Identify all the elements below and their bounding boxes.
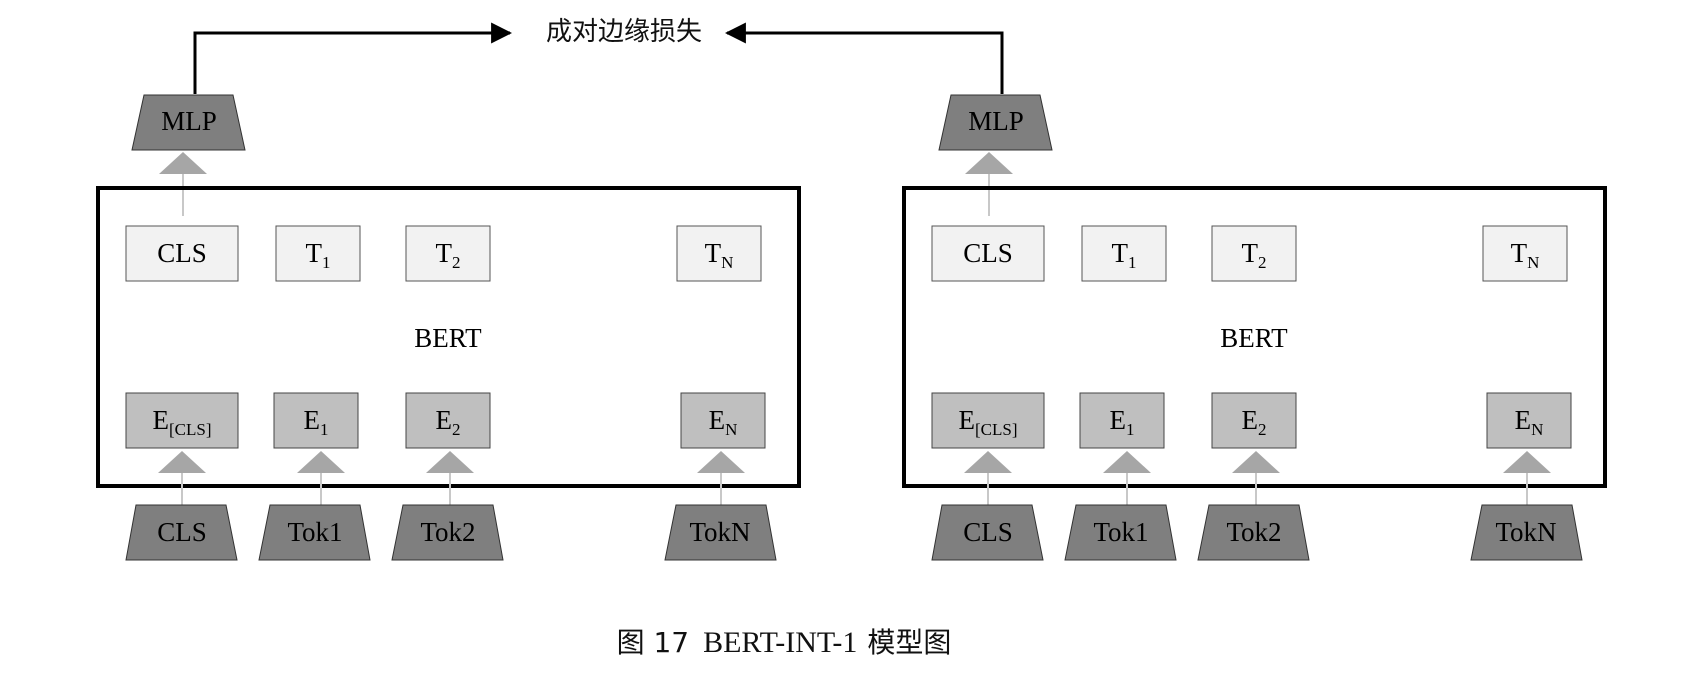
token-tokn-label: TokN bbox=[1495, 517, 1556, 547]
output-t2-label: T2 bbox=[1242, 238, 1267, 272]
embedding-cls-box bbox=[125, 392, 239, 449]
token-tokn bbox=[664, 504, 777, 561]
token-arrow-tok2 bbox=[426, 451, 474, 473]
embedding-e1-box bbox=[273, 392, 359, 449]
figure-caption: 图 17 BERT-INT-1 模型图 bbox=[617, 626, 952, 659]
token-tok1 bbox=[1064, 504, 1177, 561]
token-arrow-tok1 bbox=[297, 451, 345, 473]
output-cls-box bbox=[125, 225, 239, 282]
bert-label: BERT bbox=[414, 323, 482, 353]
token-arrow-tok1 bbox=[1103, 451, 1151, 473]
token-tok1 bbox=[258, 504, 371, 561]
token-arrow-tokn bbox=[697, 451, 745, 473]
embedding-en-label: EN bbox=[1515, 405, 1544, 439]
output-tn-label: TN bbox=[1511, 238, 1540, 272]
embedding-e2-label: E2 bbox=[1242, 405, 1267, 439]
token-cls-label: CLS bbox=[963, 517, 1013, 547]
token-tok1-label: Tok1 bbox=[1093, 517, 1148, 547]
output-t1-box bbox=[1081, 225, 1167, 282]
output-cls-label: CLS bbox=[963, 238, 1013, 268]
output-cls-label: CLS bbox=[157, 238, 207, 268]
output-tn-box bbox=[1482, 225, 1568, 282]
bert-encoder-box bbox=[96, 186, 801, 488]
output-t2-box bbox=[405, 225, 491, 282]
embedding-e2-box bbox=[1211, 392, 1297, 449]
token-arrow-tokn bbox=[1503, 451, 1551, 473]
embedding-e2-box bbox=[405, 392, 491, 449]
embedding-en-box bbox=[680, 392, 766, 449]
mlp-head-label: MLP bbox=[968, 106, 1024, 136]
output-t2-label: T2 bbox=[436, 238, 461, 272]
token-cls bbox=[931, 504, 1044, 561]
output-tn-label: TN bbox=[705, 238, 734, 272]
embedding-cls-label: E[CLS] bbox=[959, 405, 1018, 439]
caption-suffix: 模型图 bbox=[867, 626, 951, 659]
left-loss-arrow bbox=[193, 22, 513, 94]
caption-prefix: 图 17 bbox=[617, 626, 690, 659]
embedding-en-label: EN bbox=[709, 405, 738, 439]
mlp-head bbox=[131, 94, 246, 151]
embedding-e1-label: E1 bbox=[304, 405, 329, 439]
token-arrow-cls bbox=[158, 451, 206, 473]
output-tn-box bbox=[676, 225, 762, 282]
output-t1-label: T1 bbox=[1112, 238, 1137, 272]
bert-encoder-box bbox=[902, 186, 1607, 488]
embedding-cls-label: E[CLS] bbox=[153, 405, 212, 439]
token-tok2 bbox=[391, 504, 504, 561]
tower-right: MLP BERT CLS T1 T2 TN E[CLS] E1 E2 EN CL… bbox=[902, 94, 1607, 561]
tower-left: MLP BERT CLS T1 T2 TN E[CLS] E1 E2 EN bbox=[96, 94, 801, 561]
embedding-e1-box bbox=[1079, 392, 1165, 449]
token-arrow-cls bbox=[964, 451, 1012, 473]
token-tok2-label: Tok2 bbox=[420, 517, 475, 547]
output-t1-label: T1 bbox=[306, 238, 331, 272]
loss-connectors bbox=[193, 22, 1004, 94]
cls-to-mlp-arrow bbox=[965, 152, 1013, 174]
token-cls-label: CLS bbox=[157, 517, 207, 547]
token-tokn-label: TokN bbox=[689, 517, 750, 547]
token-tok2 bbox=[1197, 504, 1310, 561]
caption-name: BERT-INT-1 bbox=[703, 626, 857, 659]
token-tokn bbox=[1470, 504, 1583, 561]
token-arrow-tok2 bbox=[1232, 451, 1280, 473]
loss-title: 成对边缘损失 bbox=[546, 17, 702, 47]
embedding-cls-box bbox=[931, 392, 1045, 449]
token-tok2-label: Tok2 bbox=[1226, 517, 1281, 547]
embedding-e2-label: E2 bbox=[436, 405, 461, 439]
embedding-e1-label: E1 bbox=[1110, 405, 1135, 439]
output-t1-box bbox=[275, 225, 361, 282]
mlp-head bbox=[938, 94, 1053, 151]
token-tok1-label: Tok1 bbox=[287, 517, 342, 547]
mlp-head-label: MLP bbox=[161, 106, 217, 136]
token-cls bbox=[125, 504, 238, 561]
embedding-en-box bbox=[1486, 392, 1572, 449]
bert-label: BERT bbox=[1220, 323, 1288, 353]
output-t2-box bbox=[1211, 225, 1297, 282]
cls-to-mlp-arrow bbox=[159, 152, 207, 174]
right-loss-arrow bbox=[724, 22, 1004, 94]
output-cls-box bbox=[931, 225, 1045, 282]
